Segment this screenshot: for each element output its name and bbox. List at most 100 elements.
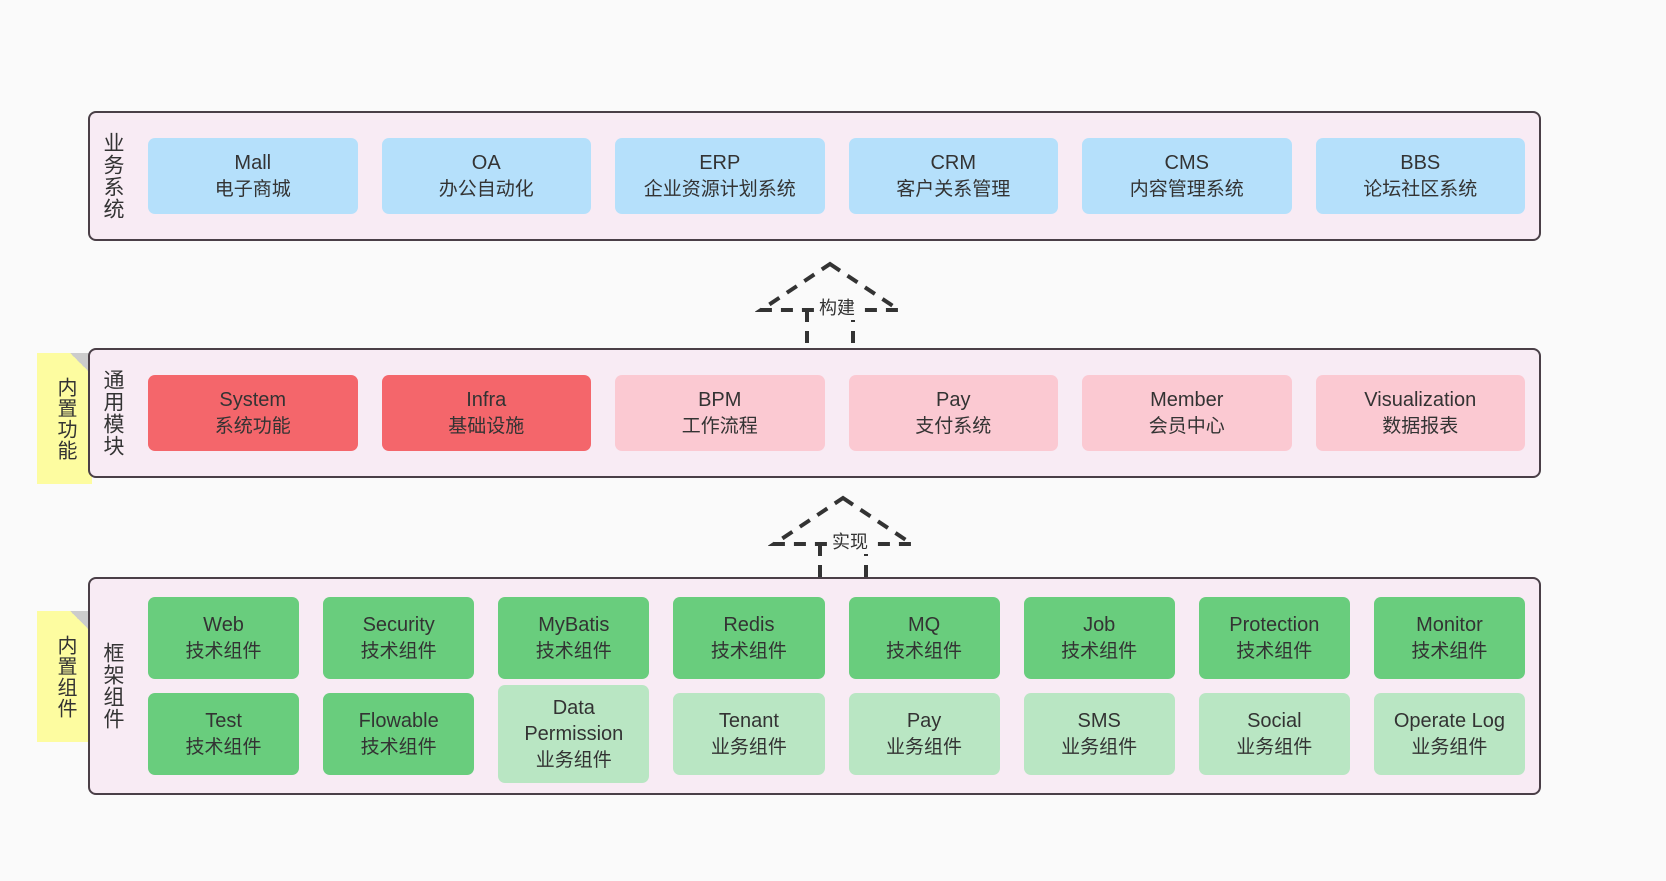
layer-body-common: System 系统功能 Infra 基础设施 BPM 工作流程 Pay 支付系统… bbox=[134, 350, 1539, 476]
node-member[interactable]: Member 会员中心 bbox=[1082, 375, 1292, 451]
layer-title-business: 业务系统 bbox=[100, 132, 124, 220]
node-title: Mall bbox=[234, 152, 272, 175]
node-subtitle: 业务组件 bbox=[1411, 736, 1488, 758]
node-subtitle: 技术组件 bbox=[1411, 640, 1488, 662]
node-system[interactable]: System 系统功能 bbox=[148, 375, 358, 451]
node-title: CMS bbox=[1164, 152, 1209, 175]
node-title: Test bbox=[205, 710, 242, 733]
node-subtitle: 数据报表 bbox=[1382, 415, 1459, 437]
node-subtitle: 技术组件 bbox=[886, 640, 963, 662]
node-title: BBS bbox=[1400, 152, 1441, 175]
folded-corner-icon bbox=[70, 353, 92, 375]
sticky-note-label: 内置组件 bbox=[54, 634, 76, 719]
node-subtitle: 技术组件 bbox=[1061, 640, 1138, 662]
layer-row: Mall 电子商城 OA 办公自动化 ERP 企业资源计划系统 CRM 客户关系… bbox=[148, 138, 1525, 214]
node-subtitle: 支付系统 bbox=[915, 415, 992, 437]
layer-body-business: Mall 电子商城 OA 办公自动化 ERP 企业资源计划系统 CRM 客户关系… bbox=[134, 113, 1539, 239]
node-title: Redis bbox=[723, 614, 775, 637]
node-subtitle: 技术组件 bbox=[360, 736, 437, 758]
node-data-permission[interactable]: Data Permission 业务组件 bbox=[498, 685, 650, 783]
node-redis[interactable]: Redis 技术组件 bbox=[673, 597, 825, 679]
layer-row: System 系统功能 Infra 基础设施 BPM 工作流程 Pay 支付系统… bbox=[148, 375, 1525, 451]
node-pay-business[interactable]: Pay 业务组件 bbox=[848, 693, 1000, 775]
node-title: Visualization bbox=[1364, 389, 1477, 412]
node-subtitle: 会员中心 bbox=[1148, 415, 1225, 437]
layer-row: Web 技术组件 Security 技术组件 MyBatis 技术组件 Redi… bbox=[148, 597, 1525, 679]
node-subtitle: 业务组件 bbox=[1061, 736, 1138, 758]
layer-business-systems: 业务系统 Mall 电子商城 OA 办公自动化 ERP 企业资源计划系统 CRM… bbox=[88, 111, 1541, 241]
node-job[interactable]: Job 技术组件 bbox=[1023, 597, 1175, 679]
node-visualization[interactable]: Visualization 数据报表 bbox=[1315, 375, 1525, 451]
node-title: System bbox=[219, 389, 287, 412]
node-title: Protection bbox=[1229, 614, 1320, 637]
sticky-note-label: 内置功能 bbox=[54, 376, 76, 461]
node-subtitle: 技术组件 bbox=[710, 640, 787, 662]
layer-framework-components: 框架组件 Web 技术组件 Security 技术组件 MyBatis 技术组件… bbox=[88, 577, 1541, 795]
node-title: Tenant bbox=[718, 710, 779, 733]
sticky-note-builtin-features: 内置功能 bbox=[37, 353, 92, 484]
node-subtitle: 技术组件 bbox=[535, 640, 612, 662]
node-subtitle: 技术组件 bbox=[1236, 640, 1313, 662]
node-title: Job bbox=[1083, 614, 1116, 637]
node-bpm[interactable]: BPM 工作流程 bbox=[615, 375, 825, 451]
node-security[interactable]: Security 技术组件 bbox=[323, 597, 475, 679]
layer-title-common: 通用模块 bbox=[100, 369, 124, 457]
node-test[interactable]: Test 技术组件 bbox=[148, 693, 300, 775]
node-subtitle: 业务组件 bbox=[710, 736, 787, 758]
connector-build: 构建 bbox=[755, 258, 905, 350]
folded-corner-icon bbox=[70, 611, 92, 633]
node-subtitle: 业务组件 bbox=[1236, 736, 1313, 758]
node-bbs[interactable]: BBS 论坛社区系统 bbox=[1315, 138, 1525, 214]
node-monitor[interactable]: Monitor 技术组件 bbox=[1373, 597, 1525, 679]
node-oa[interactable]: OA 办公自动化 bbox=[381, 138, 591, 214]
node-pay[interactable]: Pay 支付系统 bbox=[848, 375, 1058, 451]
node-title: Infra bbox=[466, 389, 507, 412]
node-subtitle: 系统功能 bbox=[214, 415, 291, 437]
node-subtitle: 业务组件 bbox=[535, 749, 612, 771]
node-mall[interactable]: Mall 电子商城 bbox=[148, 138, 358, 214]
node-subtitle: 技术组件 bbox=[360, 640, 437, 662]
node-social[interactable]: Social 业务组件 bbox=[1198, 693, 1350, 775]
node-flowable[interactable]: Flowable 技术组件 bbox=[323, 693, 475, 775]
connector-label-build: 构建 bbox=[817, 294, 857, 320]
node-title: Web bbox=[203, 614, 244, 637]
node-title: BPM bbox=[698, 389, 742, 412]
node-title: Pay bbox=[936, 389, 971, 412]
node-title: Member bbox=[1150, 389, 1224, 412]
node-tenant[interactable]: Tenant 业务组件 bbox=[673, 693, 825, 775]
connector-label-implement: 实现 bbox=[830, 528, 870, 554]
node-title: Operate Log bbox=[1393, 710, 1506, 733]
node-sms[interactable]: SMS 业务组件 bbox=[1023, 693, 1175, 775]
node-subtitle: 技术组件 bbox=[185, 736, 262, 758]
layer-common-modules: 通用模块 System 系统功能 Infra 基础设施 BPM 工作流程 Pay… bbox=[88, 348, 1541, 478]
node-mybatis[interactable]: MyBatis 技术组件 bbox=[498, 597, 650, 679]
node-subtitle: 企业资源计划系统 bbox=[643, 178, 796, 200]
node-subtitle: 电子商城 bbox=[214, 178, 291, 200]
node-mq[interactable]: MQ 技术组件 bbox=[848, 597, 1000, 679]
node-erp[interactable]: ERP 企业资源计划系统 bbox=[615, 138, 825, 214]
node-subtitle: 办公自动化 bbox=[438, 178, 534, 200]
node-title: SMS bbox=[1077, 710, 1121, 733]
node-subtitle: 工作流程 bbox=[681, 415, 758, 437]
node-cms[interactable]: CMS 内容管理系统 bbox=[1082, 138, 1292, 214]
layer-title-framework: 框架组件 bbox=[100, 642, 124, 730]
node-title: Data Permission bbox=[524, 697, 624, 746]
node-crm[interactable]: CRM 客户关系管理 bbox=[848, 138, 1058, 214]
node-title: Pay bbox=[906, 710, 942, 733]
node-title: Social bbox=[1247, 710, 1302, 733]
node-subtitle: 基础设施 bbox=[448, 415, 525, 437]
node-infra[interactable]: Infra 基础设施 bbox=[381, 375, 591, 451]
node-subtitle: 论坛社区系统 bbox=[1363, 178, 1478, 200]
node-operate-log[interactable]: Operate Log 业务组件 bbox=[1373, 693, 1525, 775]
node-title: Monitor bbox=[1416, 614, 1483, 637]
node-subtitle: 内容管理系统 bbox=[1129, 178, 1244, 200]
node-title: Security bbox=[362, 614, 435, 637]
layer-row: Test 技术组件 Flowable 技术组件 Data Permission … bbox=[148, 685, 1525, 783]
node-title: ERP bbox=[699, 152, 741, 175]
layer-body-framework: Web 技术组件 Security 技术组件 MyBatis 技术组件 Redi… bbox=[134, 579, 1539, 793]
node-protection[interactable]: Protection 技术组件 bbox=[1198, 597, 1350, 679]
node-title: MQ bbox=[907, 614, 941, 637]
node-web[interactable]: Web 技术组件 bbox=[148, 597, 300, 679]
node-subtitle: 业务组件 bbox=[886, 736, 963, 758]
node-title: Flowable bbox=[358, 710, 439, 733]
